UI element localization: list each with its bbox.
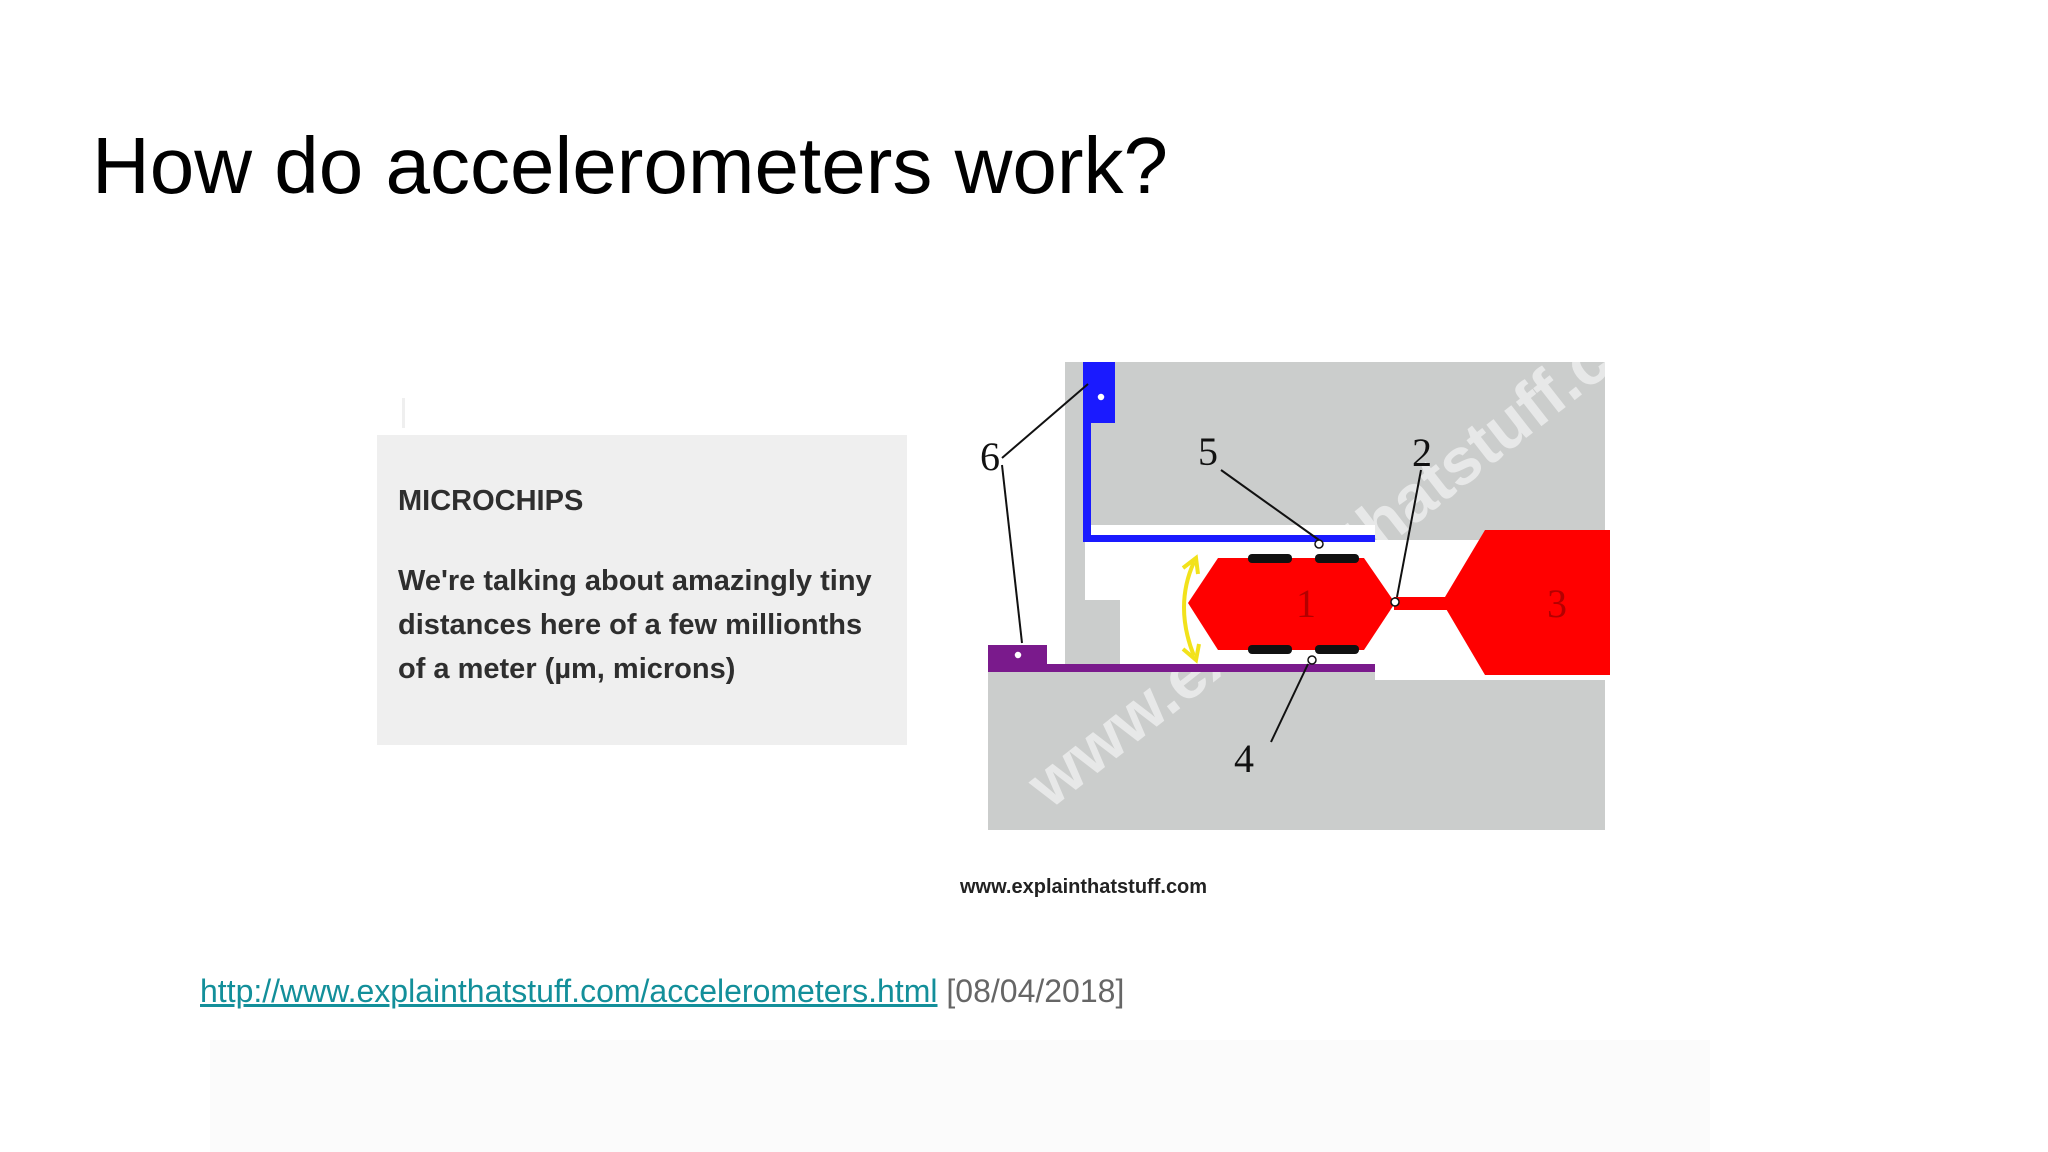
pivot-top — [1314, 539, 1324, 549]
housing-top — [1065, 362, 1605, 670]
diagram-caption: www.explainthatstuff.com — [959, 876, 1207, 898]
pivot-spring — [1390, 597, 1400, 607]
label-1: 1 — [1296, 581, 1316, 626]
source-date: [08/04/2018] — [946, 973, 1125, 1009]
top-electrode-terminal — [1096, 392, 1106, 402]
slide-title: How do accelerometers work? — [92, 121, 1168, 210]
fixed-mass — [1442, 530, 1610, 675]
info-box-heading: MICROCHIPS — [398, 485, 584, 517]
leader-lines — [1001, 383, 1422, 743]
moving-mass — [1188, 558, 1395, 650]
label-2: 2 — [1412, 430, 1432, 475]
microchips-info-box: MICROCHIPS We're talking about amazingly… — [377, 435, 907, 745]
bottom-electrode — [988, 645, 1375, 672]
bottom-electrode-terminal — [1013, 650, 1023, 660]
source-citation: http://www.explainthatstuff.com/accelero… — [200, 971, 1124, 1011]
label-4: 4 — [1234, 736, 1254, 781]
label-6: 6 — [980, 434, 1000, 479]
top-electrode — [1083, 362, 1375, 542]
spring-connector — [1394, 597, 1449, 610]
electrode-plates — [1248, 554, 1359, 654]
pivot-bottom — [1307, 655, 1317, 665]
label-3: 3 — [1547, 581, 1567, 626]
info-box-body: We're talking about amazingly tiny dista… — [398, 565, 872, 685]
motion-arrow — [1181, 554, 1201, 664]
label-5: 5 — [1198, 429, 1218, 474]
decorative-mark — [402, 398, 405, 428]
background-band — [210, 1040, 1710, 1152]
accelerometer-diagram: www.explainthatstuff.com — [930, 340, 1700, 920]
housing-bottom — [988, 672, 1605, 830]
source-link[interactable]: http://www.explainthatstuff.com/accelero… — [200, 973, 938, 1009]
